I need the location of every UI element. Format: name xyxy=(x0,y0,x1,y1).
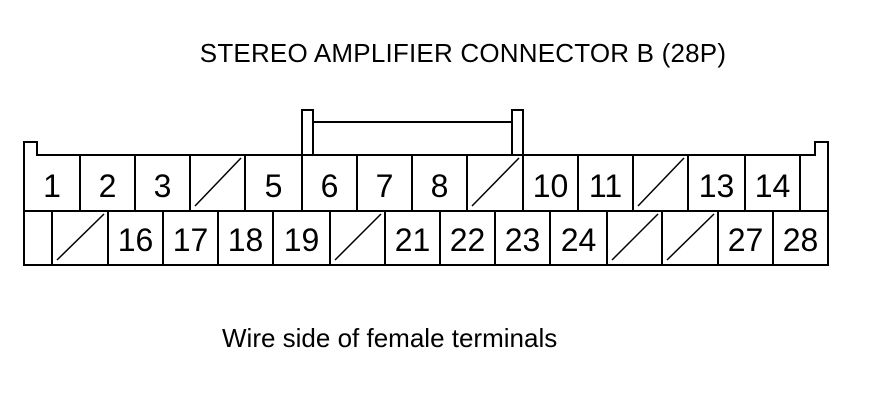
locking-tab xyxy=(301,109,524,155)
terminal-label: 23 xyxy=(505,222,541,258)
terminal-label: 24 xyxy=(561,222,597,258)
unused-terminal-slash xyxy=(666,213,715,261)
unused-terminal-slash xyxy=(334,213,382,261)
terminal-label: 7 xyxy=(376,168,394,204)
terminal-label: 3 xyxy=(154,168,172,204)
terminal-label: 16 xyxy=(118,222,154,258)
diagram-caption: Wire side of female terminals xyxy=(222,323,558,353)
terminal-label: 22 xyxy=(450,222,486,258)
terminal-label: 1 xyxy=(43,168,61,204)
terminal-label: 13 xyxy=(699,168,735,204)
terminal-label: 5 xyxy=(265,168,283,204)
unused-terminal-slash xyxy=(56,213,105,261)
terminal-label: 19 xyxy=(284,222,320,258)
unused-terminal-slash xyxy=(611,213,659,261)
unused-terminal-slash xyxy=(637,157,685,207)
terminal-label: 11 xyxy=(589,168,622,204)
unused-terminal-slash xyxy=(194,157,242,207)
terminal-label: 6 xyxy=(321,168,339,204)
terminal-label: 10 xyxy=(533,168,569,204)
terminal-label: 28 xyxy=(783,222,819,258)
connector-housing xyxy=(23,141,829,266)
terminal-label: 27 xyxy=(728,222,764,258)
terminal-label: 2 xyxy=(99,168,117,204)
terminal-label: 8 xyxy=(431,168,449,204)
terminal-label: 21 xyxy=(395,222,431,258)
terminal-label: 14 xyxy=(755,168,791,204)
terminal-label: 18 xyxy=(228,222,264,258)
terminal-label: 17 xyxy=(173,222,209,258)
diagram-title: STEREO AMPLIFIER CONNECTOR B (28P) xyxy=(199,38,727,68)
unused-terminal-slash xyxy=(471,157,520,207)
